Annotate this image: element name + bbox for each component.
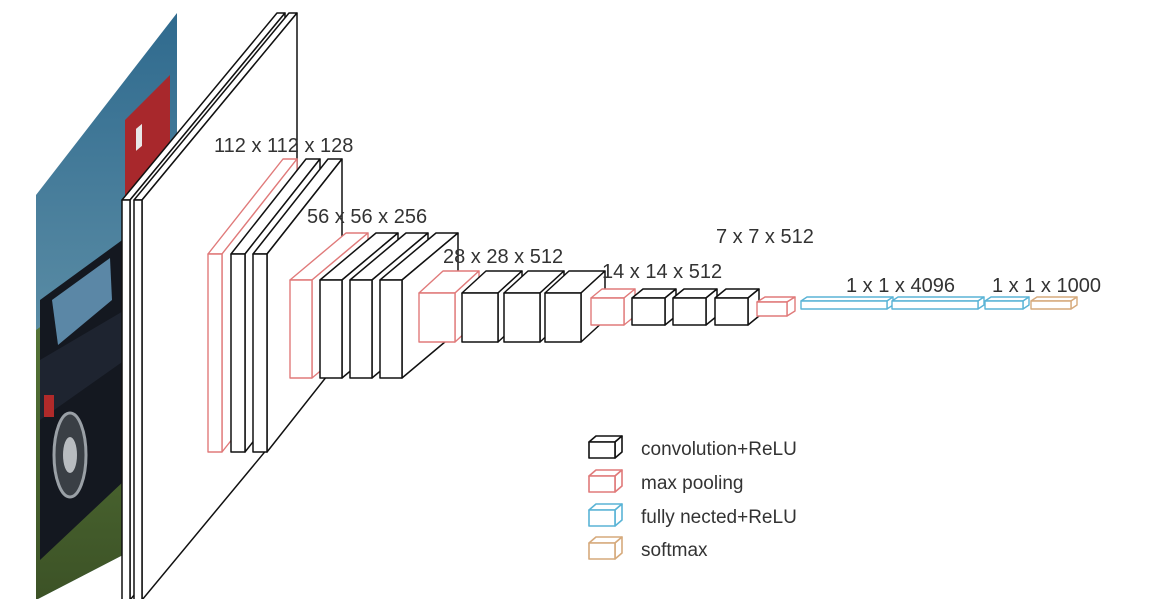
pool4-volume <box>590 288 636 326</box>
label-1x1x1000: 1 x 1 x 1000 <box>992 275 1101 297</box>
softmax-volume <box>1030 296 1078 310</box>
legend: convolution+ReLU max pooling fully necte… <box>588 435 797 561</box>
label-56x56x256: 56 x 56 x 256 <box>307 206 427 228</box>
legend-fc-icon <box>588 503 623 527</box>
label-14x14x512: 14 x 14 x 512 <box>602 261 722 283</box>
legend-softmax-icon <box>588 536 623 560</box>
label-112x112x128: 112 x 112 x 128 <box>214 135 353 157</box>
legend-pool-label: max pooling <box>641 473 743 494</box>
label-1x1x4096: 1 x 1 x 4096 <box>846 275 955 297</box>
label-7x7x512: 7 x 7 x 512 <box>716 226 814 248</box>
conv5-2-volume <box>672 288 718 326</box>
fc6-volume <box>800 296 894 310</box>
fc8-volume <box>984 296 1030 310</box>
legend-conv-label: convolution+ReLU <box>641 439 797 460</box>
conv5-1-volume <box>631 288 677 326</box>
legend-pool-icon <box>588 469 623 493</box>
legend-fc-label: fully nected+ReLU <box>641 507 797 528</box>
legend-softmax-label: softmax <box>641 540 708 561</box>
conv5-3-volume <box>714 288 760 326</box>
pool5-volume <box>756 296 796 317</box>
legend-conv-icon <box>588 435 623 459</box>
label-28x28x512: 28 x 28 x 512 <box>443 246 563 268</box>
fc7-volume <box>891 296 985 310</box>
